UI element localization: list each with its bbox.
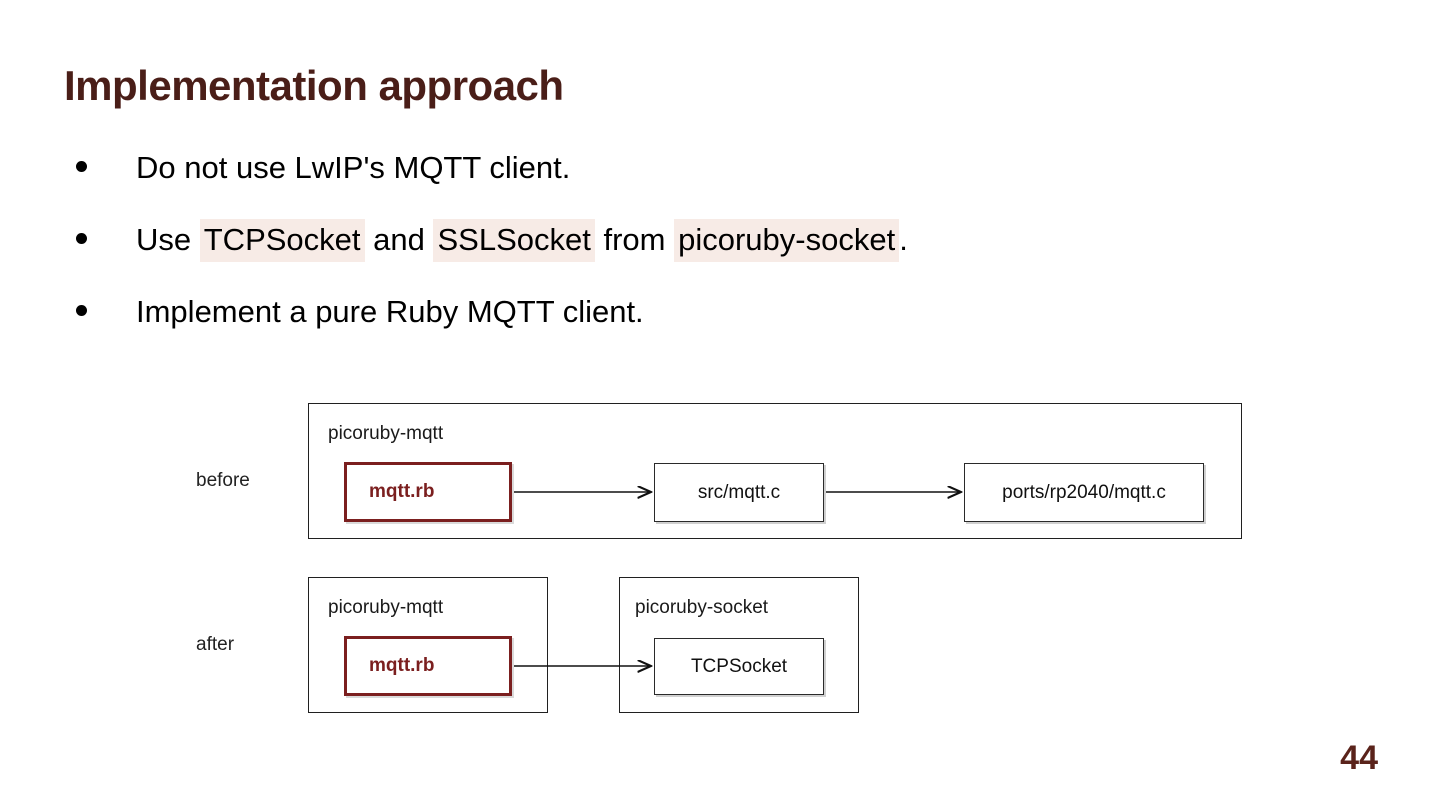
node-label: src/mqtt.c: [697, 481, 781, 503]
text-segment: .: [899, 222, 908, 257]
group-box-picoruby-mqtt-after: [308, 577, 548, 713]
code-highlight-sslsocket: SSLSocket: [433, 219, 595, 262]
group-title-picoruby-mqtt-before: picoruby-mqtt: [328, 423, 444, 444]
group-box-picoruby-socket: [619, 577, 859, 713]
text-segment: Do not use LwIP's MQTT client.: [136, 150, 571, 185]
node-label: TCPSocket: [690, 655, 788, 677]
list-item: Do not use LwIP's MQTT client.: [64, 148, 1364, 220]
bullet-dot-icon: [76, 233, 98, 244]
list-item: Use TCPSocket and SSLSocket from picorub…: [64, 219, 1364, 292]
node-label: ports/rp2040/mqtt.c: [1002, 481, 1166, 503]
group-title-picoruby-mqtt-after: picoruby-mqtt: [328, 597, 444, 618]
list-item-text: Implement a pure Ruby MQTT client.: [136, 292, 644, 332]
page-number: 44: [1340, 739, 1378, 777]
bullet-list: Do not use LwIP's MQTT client. Use TCPSo…: [64, 148, 1364, 364]
bullet-dot-icon: [76, 305, 98, 316]
group-title-picoruby-socket: picoruby-socket: [635, 597, 769, 618]
node-src-mqtt-c: src/mqtt.c: [654, 463, 824, 522]
bullet-dot-icon: [76, 161, 98, 172]
node-ports-rp2040-mqtt-c: ports/rp2040/mqtt.c: [964, 463, 1204, 522]
code-highlight-tcpsocket: TCPSocket: [199, 219, 365, 262]
node-mqtt-rb-after: mqtt.rb: [344, 636, 512, 696]
diagram-row-label-after: after: [196, 634, 235, 655]
text-segment: Use: [136, 222, 200, 257]
text-segment: and: [364, 222, 434, 257]
node-mqtt-rb-before: mqtt.rb: [344, 462, 512, 522]
node-label: mqtt.rb: [369, 481, 435, 502]
group-box-picoruby-mqtt-before: [308, 403, 1242, 539]
list-item-text: Use TCPSocket and SSLSocket from picorub…: [136, 219, 908, 262]
page-title: Implementation approach: [64, 62, 564, 109]
list-item-text: Do not use LwIP's MQTT client.: [136, 148, 570, 188]
list-item: Implement a pure Ruby MQTT client.: [64, 292, 1364, 364]
code-highlight-picoruby-socket: picoruby-socket: [674, 219, 900, 262]
text-segment: Implement a pure Ruby MQTT client.: [136, 294, 644, 329]
node-label: mqtt.rb: [369, 655, 435, 676]
text-segment: from: [594, 222, 675, 257]
node-tcpsocket: TCPSocket: [654, 638, 824, 695]
diagram-row-label-before: before: [196, 470, 250, 491]
